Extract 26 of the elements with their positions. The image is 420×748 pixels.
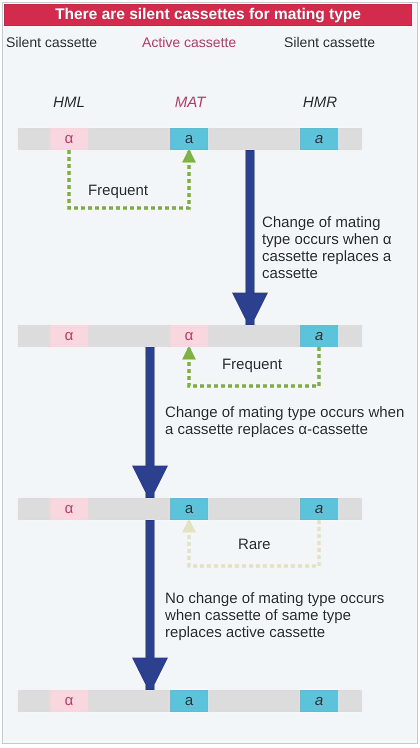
dashed-arrow bbox=[182, 518, 321, 568]
title-bar: There are silent cassettes for mating type bbox=[4, 4, 412, 26]
column-heading: Active cassette bbox=[142, 34, 236, 50]
cassette: a bbox=[300, 325, 338, 347]
chromosome-bar bbox=[18, 128, 362, 150]
chromosome-bar bbox=[18, 690, 362, 712]
cassette: a bbox=[170, 498, 208, 520]
cassette: α bbox=[50, 498, 88, 520]
cassette: a bbox=[170, 128, 208, 150]
cassette: a bbox=[300, 128, 338, 150]
locus-label: HMR bbox=[302, 94, 338, 111]
locus-label: MAT bbox=[174, 94, 206, 111]
cassette: α bbox=[170, 325, 208, 347]
column-heading: Silent cassette bbox=[6, 34, 98, 50]
column-heading: Silent cassette bbox=[284, 34, 376, 50]
locus-label: HML bbox=[53, 94, 85, 111]
cassette: α bbox=[50, 128, 88, 150]
chromosome-bar bbox=[18, 498, 362, 520]
cassette: a bbox=[170, 690, 208, 712]
cassette: a bbox=[300, 690, 338, 712]
dashed-arrow bbox=[67, 148, 196, 210]
cassette: a bbox=[300, 498, 338, 520]
dashed-arrow bbox=[182, 346, 321, 388]
chromosome-bar bbox=[18, 325, 362, 347]
cassette: α bbox=[50, 690, 88, 712]
cassette: α bbox=[50, 325, 88, 347]
